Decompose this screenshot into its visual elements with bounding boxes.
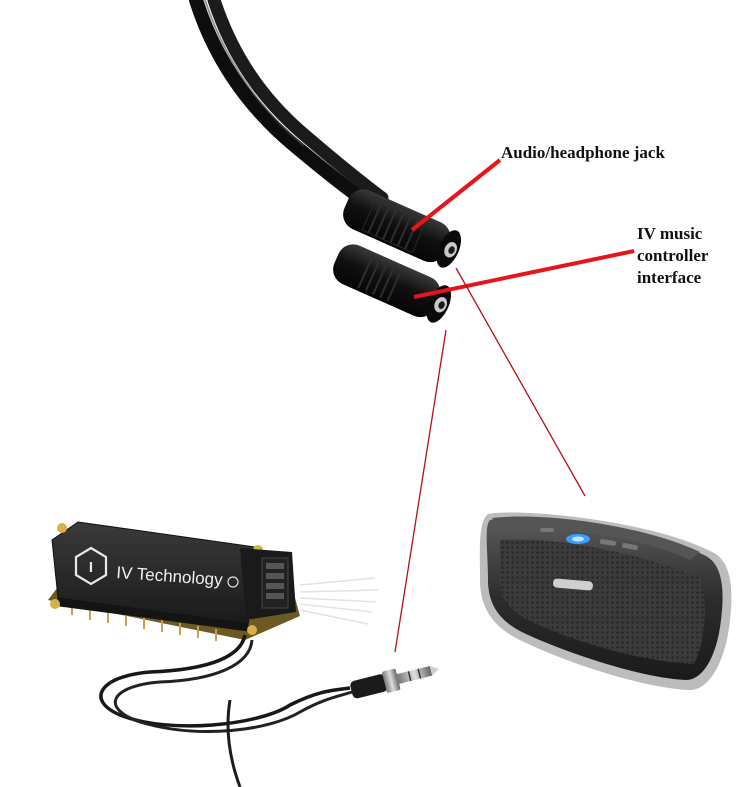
connection-line-board	[394, 329, 447, 653]
callout-label-music-interface: IV music controller interface	[637, 224, 709, 287]
callout-line-audio-jack	[410, 158, 502, 232]
callout-lines	[394, 158, 635, 653]
callout-line-music-interface	[413, 249, 635, 299]
music-controller-board: I IV Technology	[48, 521, 379, 641]
brand-logo-icon: I	[74, 546, 108, 586]
connection-line-speaker	[455, 267, 586, 497]
callout-label-audio-jack: Audio/headphone jack	[501, 143, 665, 162]
brand-logo-letter: I	[89, 559, 93, 576]
audio-cable	[99, 634, 353, 787]
bluetooth-speaker	[479, 512, 732, 690]
audio-plug	[350, 665, 439, 699]
headphone-jack-connector	[189, 0, 462, 323]
